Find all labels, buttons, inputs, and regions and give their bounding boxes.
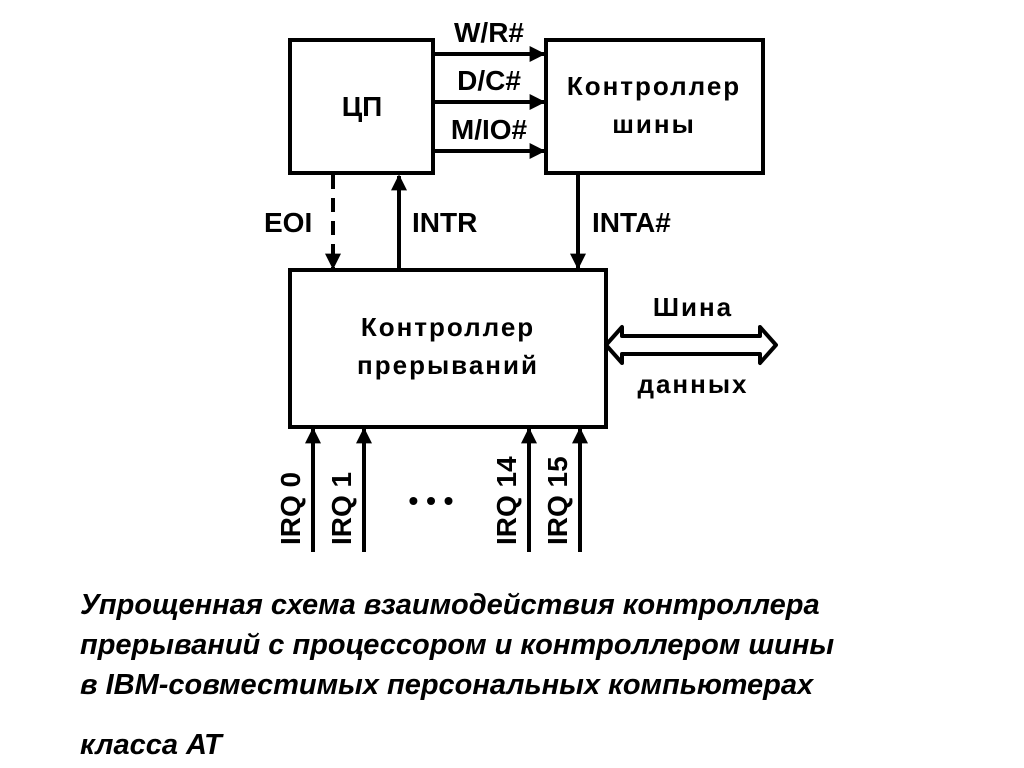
- irq14-label: IRQ 14: [491, 456, 522, 545]
- interrupt-controller-label-line2: прерываний: [357, 350, 539, 380]
- caption-line-2: прерываний с процессором и контроллером …: [80, 629, 835, 661]
- mio-label: M/IO#: [451, 114, 528, 145]
- data-bus-label-line2: данных: [637, 369, 748, 399]
- eoi-label: EOI: [264, 207, 312, 238]
- wr-label: W/R#: [454, 17, 524, 48]
- intr-label: INTR: [412, 207, 477, 238]
- irq0-label: IRQ 0: [275, 472, 306, 545]
- data-bus-arrow: [604, 325, 778, 365]
- data-bus-label-line1: Шина: [653, 292, 733, 322]
- interrupt-controller-label-line1: Контроллер: [361, 312, 535, 342]
- interrupt-controller-block: [288, 268, 608, 429]
- caption-line-3: в IBM-совместимых персональных компьютер…: [80, 669, 814, 701]
- caption-line-4: класса АТ: [80, 729, 222, 761]
- dc-label: D/C#: [457, 65, 521, 96]
- bus-controller-block: [544, 38, 765, 175]
- figure-caption: Упрощенная схема взаимодействия контролл…: [80, 585, 1010, 765]
- bus-controller-label-line1: Контроллер: [567, 71, 741, 101]
- irq15-label: IRQ 15: [542, 456, 573, 545]
- caption-line-1: Упрощенная схема взаимодействия контролл…: [80, 589, 820, 621]
- irq-ellipsis: • • •: [409, 485, 454, 516]
- inta-label: INTA#: [592, 207, 671, 238]
- interrupt-controller-diagram: ЦП Контроллер шины Контроллер прерываний…: [264, 17, 778, 552]
- cpu-label: ЦП: [342, 91, 383, 122]
- bus-controller-label-line2: шины: [612, 109, 696, 139]
- cpu-block: [288, 38, 435, 175]
- irq1-label: IRQ 1: [326, 472, 357, 545]
